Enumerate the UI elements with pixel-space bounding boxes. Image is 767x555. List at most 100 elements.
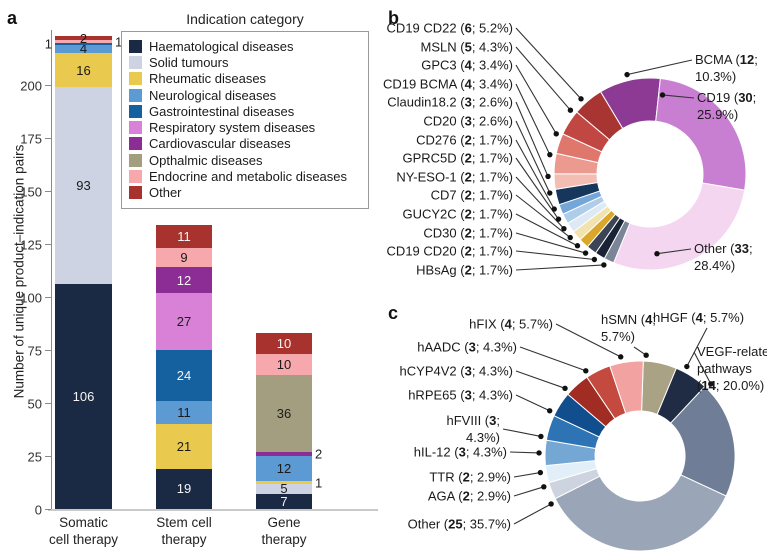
leader-dot bbox=[561, 225, 567, 232]
leader-dot bbox=[618, 354, 624, 360]
bar-segment: 4 bbox=[55, 41, 112, 57]
axis-tick bbox=[45, 85, 51, 87]
leader-line bbox=[515, 83, 551, 155]
axis-tick bbox=[45, 403, 51, 405]
donut-label-cd20: CD20 (3; 2.6%) bbox=[423, 113, 513, 129]
bar-value-label: 4 bbox=[79, 41, 88, 57]
leader-dot bbox=[567, 107, 574, 113]
leader-dot bbox=[574, 243, 581, 249]
bar-segment: 9 bbox=[156, 248, 212, 268]
bar-segment: 11 bbox=[156, 400, 212, 425]
donut-label-cd19-cd22: CD19 CD22 (6; 5.2%) bbox=[386, 20, 513, 36]
bar-segment: 12 bbox=[156, 267, 212, 293]
leader-dot bbox=[545, 173, 551, 180]
bar-segment bbox=[55, 40, 112, 43]
leader-line bbox=[515, 157, 559, 220]
legend-label: Cardiovascular diseases bbox=[149, 136, 291, 152]
bar-value-label: 106 bbox=[72, 389, 95, 405]
leader-line bbox=[515, 232, 586, 254]
panel-label-c: c bbox=[388, 303, 399, 323]
legend-label: Respiratory system diseases bbox=[149, 120, 316, 136]
legend-item: Solid tumours bbox=[129, 54, 360, 70]
donut-slice-other bbox=[612, 182, 746, 271]
bar-segment: 106 bbox=[55, 284, 112, 509]
donut-label-claudin18-2: Claudin18.2 (3; 2.6%) bbox=[387, 94, 513, 110]
panel-label-a: a bbox=[7, 8, 18, 28]
legend-item: Endocrine and metabolic diseases bbox=[129, 168, 360, 184]
bar-segment: 10 bbox=[256, 333, 312, 355]
donut-label-ttr: TTR (2; 2.9%) bbox=[429, 469, 511, 485]
leader-dot bbox=[537, 469, 544, 476]
leader-line bbox=[513, 503, 552, 525]
donut-slice-hfix bbox=[609, 360, 644, 414]
leader-dot bbox=[555, 216, 562, 222]
donut-label-other: Other (33; 28.4%) bbox=[694, 241, 753, 273]
axis-tick-label: 50 bbox=[27, 396, 42, 412]
leader-line bbox=[515, 213, 578, 247]
leader-dot bbox=[546, 408, 553, 414]
leader-line bbox=[693, 351, 712, 385]
bar-segment: 93 bbox=[55, 87, 112, 285]
leader-line bbox=[515, 139, 555, 210]
axis-tick-label: 100 bbox=[20, 290, 42, 306]
leader-dot bbox=[659, 92, 666, 98]
bar-segment: 2 bbox=[55, 32, 112, 45]
leader-dot bbox=[536, 450, 542, 456]
leader-dot bbox=[547, 190, 553, 196]
donut-label-cd19: CD19 (30; 25.9%) bbox=[697, 90, 757, 122]
leader-dot bbox=[643, 352, 649, 358]
bar-segment: 12 bbox=[256, 456, 312, 482]
x-axis-line bbox=[48, 509, 378, 511]
leader-line bbox=[515, 27, 582, 100]
bar-segment: 7 bbox=[256, 494, 312, 509]
leader-line bbox=[509, 451, 540, 454]
leader-dot bbox=[548, 501, 554, 507]
leader-line bbox=[515, 250, 595, 261]
donut-label-cd276: CD276 (2; 1.7%) bbox=[416, 132, 513, 148]
bar-value-label: 93 bbox=[76, 178, 91, 194]
donut-label-gpc3: GPC3 (4; 3.4%) bbox=[421, 57, 513, 73]
donut-slice-other bbox=[554, 474, 727, 552]
axis-tick-label: 125 bbox=[20, 237, 42, 253]
axis-tick-label: 0 bbox=[34, 502, 42, 518]
legend-label: Other bbox=[149, 185, 182, 201]
legend-label: Opthalmic diseases bbox=[149, 152, 263, 168]
legend-item: Rheumatic diseases bbox=[129, 71, 360, 87]
bar-segment: 21 bbox=[156, 424, 212, 469]
leader-dot bbox=[553, 131, 559, 137]
donut-slice-cd19-cd22 bbox=[575, 91, 624, 141]
legend-item: Haematological diseases bbox=[129, 38, 360, 54]
legend-item: Neurological diseases bbox=[129, 87, 360, 103]
leader-dot bbox=[591, 256, 598, 263]
bar-segment: 16 bbox=[55, 53, 112, 88]
bar-segment: 5 bbox=[256, 482, 312, 495]
donut-label-haadc: hAADC (3; 4.3%) bbox=[417, 339, 517, 355]
bar-segment: 11 bbox=[156, 224, 212, 249]
legend-swatch bbox=[129, 88, 142, 102]
legend-label: Gastrointestinal diseases bbox=[149, 103, 295, 119]
leader-line bbox=[515, 46, 571, 111]
bar-segment bbox=[256, 451, 312, 456]
bar-value-label: 21 bbox=[176, 438, 192, 454]
leader-line bbox=[626, 59, 693, 76]
leader-dot bbox=[708, 381, 714, 387]
bar-value-label: 12 bbox=[176, 272, 192, 288]
donut-label-msln: MSLN (5; 4.3%) bbox=[420, 39, 513, 55]
donut-label-aga: AGA (2; 2.9%) bbox=[427, 488, 511, 504]
legend-swatch bbox=[129, 39, 142, 53]
donut-label-hcyp4v2: hCYP4V2 (3; 4.3%) bbox=[399, 363, 513, 379]
leader-dot bbox=[541, 484, 547, 490]
leader-line bbox=[513, 486, 544, 497]
y-axis-line bbox=[51, 30, 53, 509]
legend-item: Gastrointestinal diseases bbox=[129, 103, 360, 119]
legend-swatch bbox=[129, 137, 142, 151]
legend-label: Haematological diseases bbox=[149, 38, 294, 54]
axis-tick bbox=[45, 244, 51, 246]
legend-swatch bbox=[129, 55, 142, 69]
leader-dot bbox=[562, 385, 568, 392]
legend-swatch bbox=[129, 104, 142, 118]
bar-value-label: 12 bbox=[276, 461, 292, 477]
